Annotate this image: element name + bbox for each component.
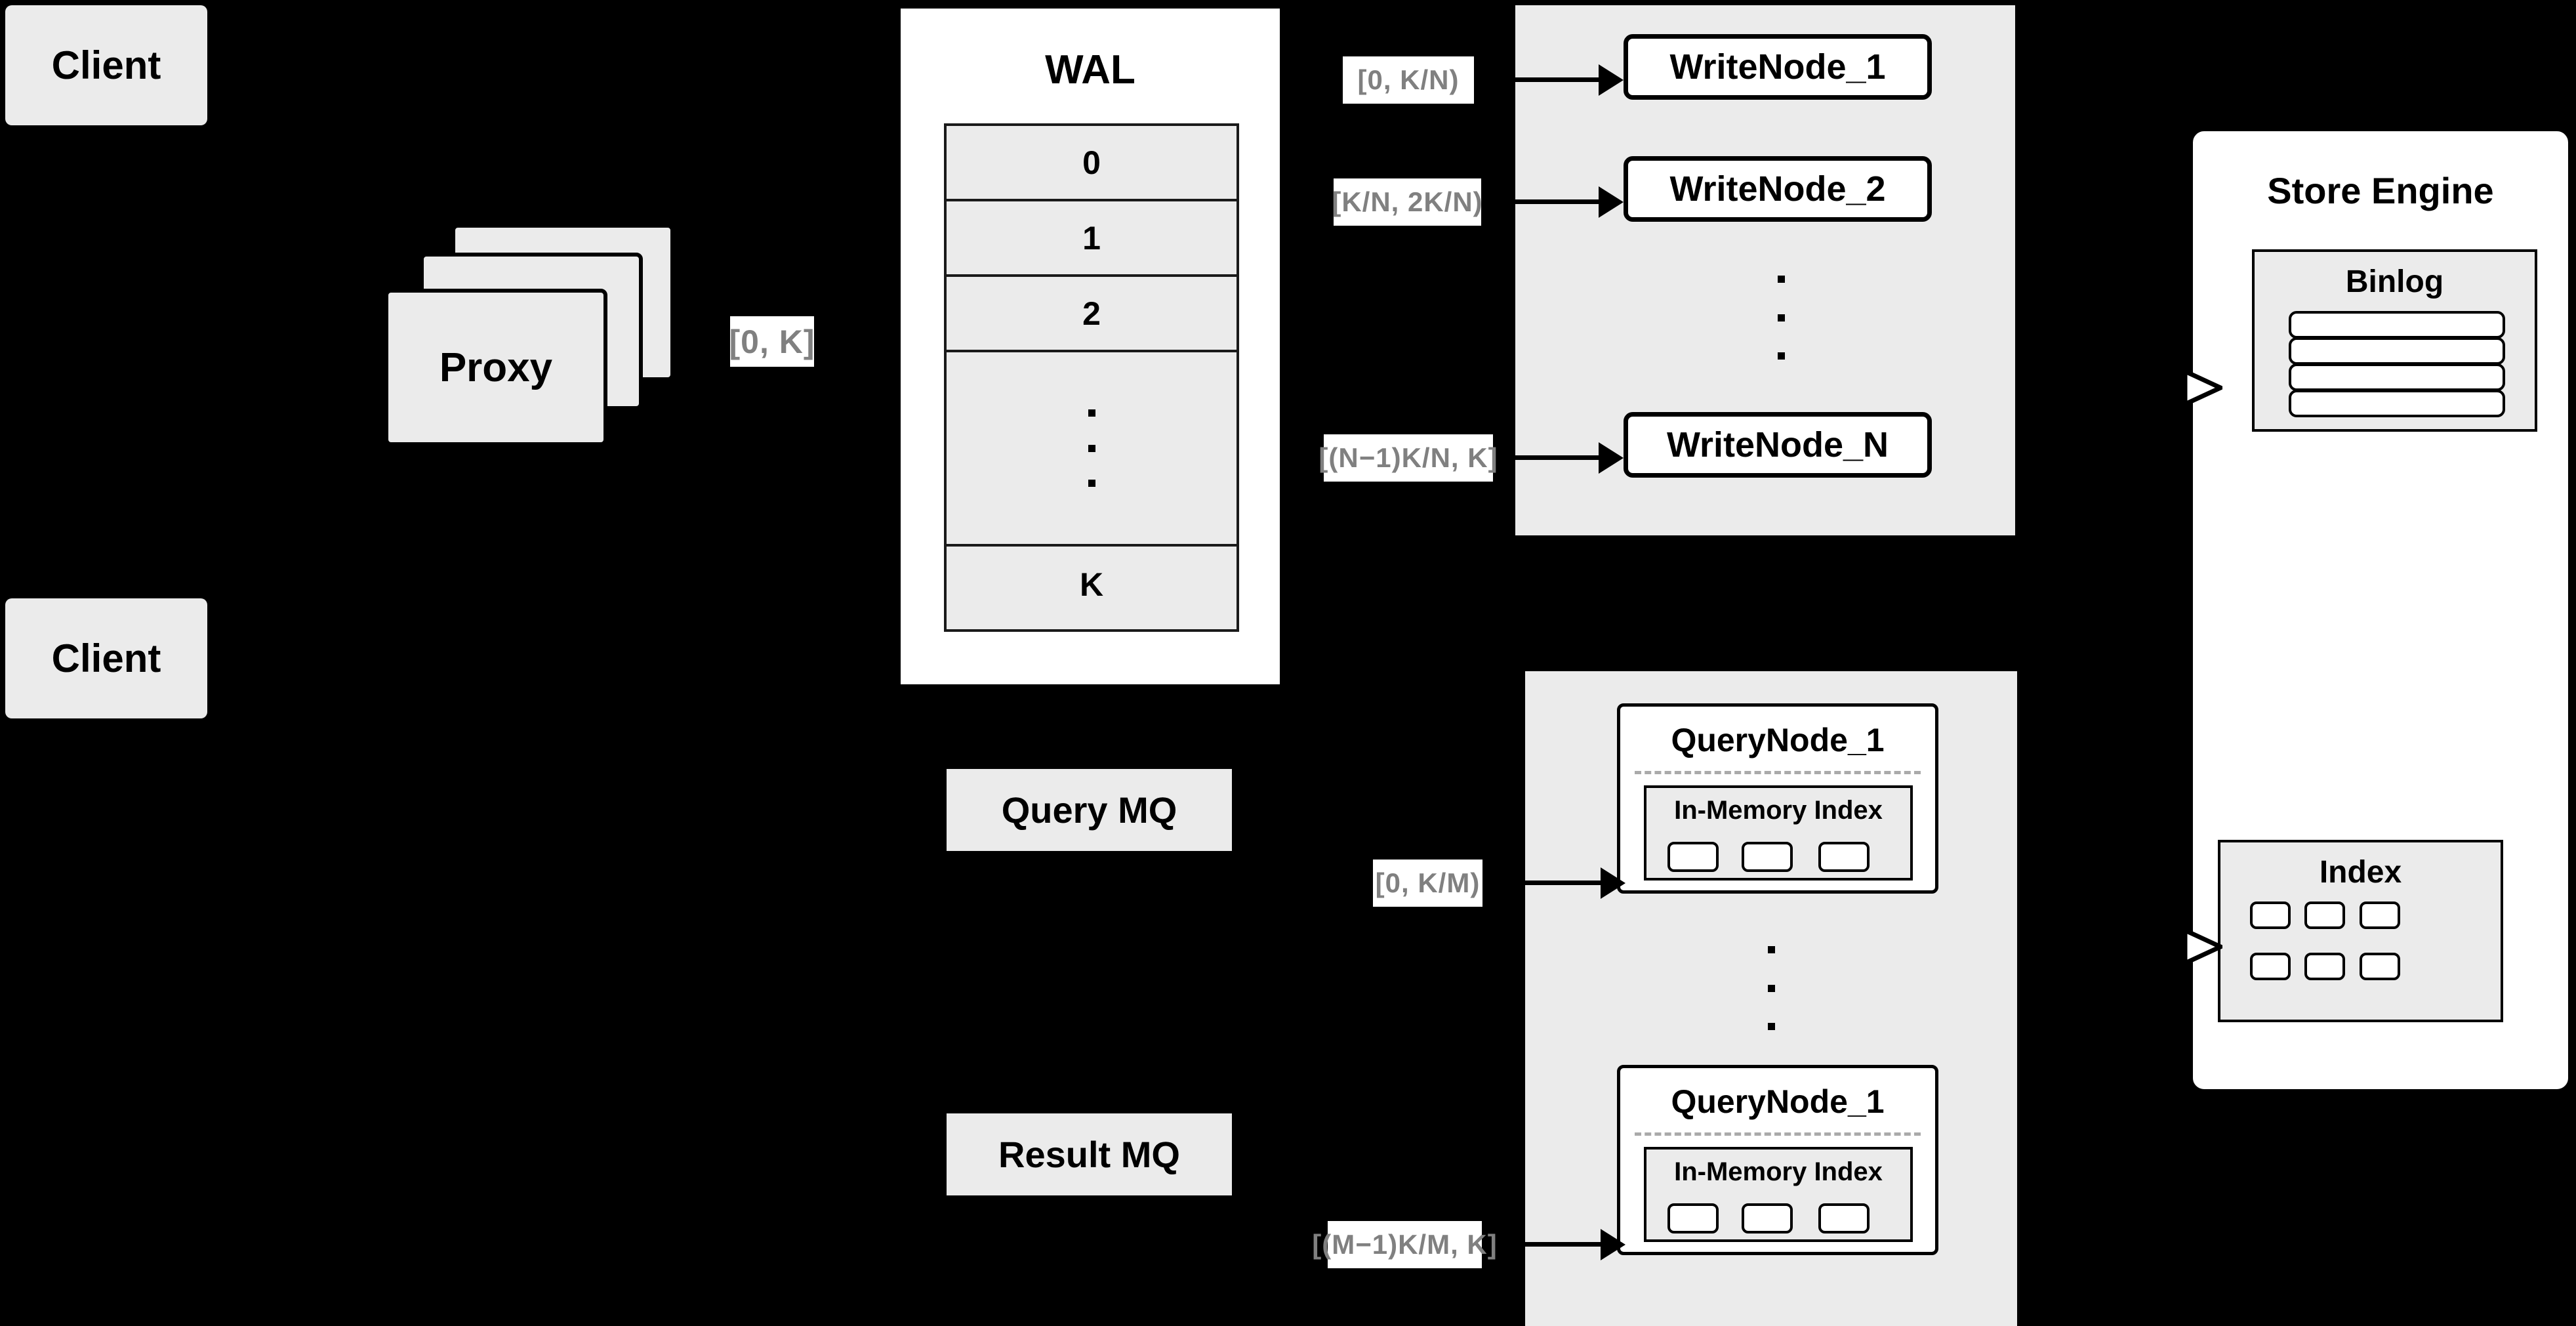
wal-row-2-label: 2	[1082, 295, 1101, 332]
range-label-write-node-n-text: [(N−1)K/N, K]	[1319, 442, 1498, 473]
query-node-1-index-title: In-Memory Index	[1674, 796, 1883, 825]
query-node-m-index-title: In-Memory Index	[1674, 1157, 1883, 1186]
arrow-head-open-binlog	[2183, 369, 2222, 406]
result-mq-node[interactable]: Result MQ	[947, 1113, 1232, 1195]
write-node-2-label: WriteNode_2	[1669, 169, 1886, 209]
wal-row-2[interactable]: 2	[947, 277, 1237, 352]
result-mq-label: Result MQ	[998, 1134, 1180, 1175]
wal-panel: WAL 0 1 2 K	[897, 5, 1283, 688]
write-node-n[interactable]: WriteNode_N	[1624, 412, 1932, 478]
wal-row-1-label: 1	[1082, 219, 1101, 257]
range-label-write-node-n: [(N−1)K/N, K]	[1319, 434, 1498, 482]
binlog-title: Binlog	[2345, 264, 2444, 299]
proxy-node[interactable]: Proxy	[384, 289, 607, 446]
write-node-1[interactable]: WriteNode_1	[1624, 34, 1932, 100]
range-label-proxy-to-wal: [0, K]	[729, 316, 815, 367]
query-cluster-ellipsis-dots	[1765, 946, 1778, 1030]
arrow-line-to-query-node-m	[1507, 1242, 1605, 1247]
write-node-n-label: WriteNode_N	[1666, 425, 1889, 465]
range-label-write-node-1-text: [0, K/N)	[1357, 64, 1460, 95]
index-cell[interactable]	[2250, 953, 2291, 980]
client-node-1-label: Client	[51, 43, 161, 87]
index-panel-title: Index	[2319, 855, 2402, 890]
index-segment[interactable]	[1667, 842, 1719, 872]
query-node-1-label: QueryNode_1	[1671, 722, 1885, 758]
index-segment[interactable]	[1742, 842, 1793, 872]
range-label-write-node-2: [K/N, 2K/N)	[1332, 178, 1483, 226]
query-node-m-label: QueryNode_1	[1671, 1083, 1885, 1120]
wal-row-k-label: K	[1079, 566, 1104, 603]
query-node-1-separator	[1635, 771, 1921, 774]
arrow-head-to-write-node-n	[1599, 442, 1624, 474]
range-label-write-node-2-text: [K/N, 2K/N)	[1332, 186, 1483, 217]
wal-ellipsis-dots	[1088, 409, 1095, 487]
range-label-query-node-m: [(M−1)K/M, K]	[1312, 1221, 1497, 1268]
arrow-head-to-write-node-1	[1599, 64, 1624, 96]
arrow-line-to-write-node-1	[1505, 77, 1601, 82]
binlog-entry[interactable]	[2289, 311, 2505, 339]
query-mq-node[interactable]: Query MQ	[947, 769, 1232, 851]
arrow-head-to-query-node-1	[1601, 867, 1625, 899]
index-cell[interactable]	[2360, 901, 2400, 929]
store-engine-panel: Store Engine Binlog Index	[2190, 128, 2571, 1092]
arrow-line-to-write-node-n	[1505, 455, 1601, 460]
query-node-m[interactable]: QueryNode_1 In-Memory Index	[1617, 1065, 1938, 1255]
write-node-2[interactable]: WriteNode_2	[1624, 156, 1932, 222]
wal-row-ellipsis	[947, 352, 1237, 547]
range-label-query-node-m-text: [(M−1)K/M, K]	[1312, 1229, 1498, 1260]
query-node-m-index-panel: In-Memory Index	[1644, 1147, 1913, 1242]
binlog-panel: Binlog	[2252, 249, 2537, 432]
wal-table: 0 1 2 K	[944, 123, 1239, 632]
arrow-head-to-query-node-m	[1601, 1229, 1625, 1260]
store-engine-title: Store Engine	[2267, 170, 2494, 211]
arrow-line-to-query-node-1	[1507, 881, 1605, 885]
range-label-query-node-1: [0, K/M)	[1373, 860, 1482, 907]
index-segment[interactable]	[1667, 1203, 1719, 1233]
binlog-entry[interactable]	[2289, 337, 2505, 365]
wal-row-0[interactable]: 0	[947, 126, 1237, 201]
range-label-write-node-1: [0, K/N)	[1343, 56, 1474, 104]
index-cell[interactable]	[2250, 901, 2291, 929]
query-node-1[interactable]: QueryNode_1 In-Memory Index	[1617, 703, 1938, 894]
arrow-line-to-index	[2144, 945, 2191, 949]
wal-row-0-label: 0	[1082, 144, 1101, 181]
index-segment[interactable]	[1818, 842, 1870, 872]
binlog-entry[interactable]	[2289, 363, 2505, 391]
arrow-head-open-index	[2183, 928, 2222, 965]
query-node-m-separator	[1635, 1132, 1921, 1136]
index-cell[interactable]	[2304, 953, 2345, 980]
query-mq-label: Query MQ	[1001, 789, 1177, 831]
index-cell[interactable]	[2304, 901, 2345, 929]
index-cell[interactable]	[2360, 953, 2400, 980]
client-node-2-label: Client	[51, 636, 161, 680]
range-label-query-node-1-text: [0, K/M)	[1375, 867, 1481, 898]
index-segment[interactable]	[1742, 1203, 1793, 1233]
binlog-entry[interactable]	[2289, 390, 2505, 417]
range-label-proxy-to-wal-text: [0, K]	[729, 323, 815, 360]
query-node-1-index-panel: In-Memory Index	[1644, 785, 1913, 881]
wal-panel-title: WAL	[1045, 47, 1135, 93]
wal-row-k[interactable]: K	[947, 547, 1237, 622]
client-node-2[interactable]: Client	[5, 598, 207, 718]
client-node-1[interactable]: Client	[5, 5, 207, 125]
index-segment[interactable]	[1818, 1203, 1870, 1233]
arrow-line-to-binlog	[2144, 386, 2191, 390]
write-node-1-label: WriteNode_1	[1669, 47, 1886, 87]
index-panel: Index	[2218, 840, 2503, 1022]
arrow-line-to-write-node-2	[1505, 199, 1601, 204]
write-cluster-ellipsis-dots	[1774, 276, 1788, 360]
wal-row-1[interactable]: 1	[947, 201, 1237, 277]
arrow-head-to-write-node-2	[1599, 186, 1624, 218]
proxy-node-label: Proxy	[439, 344, 553, 390]
